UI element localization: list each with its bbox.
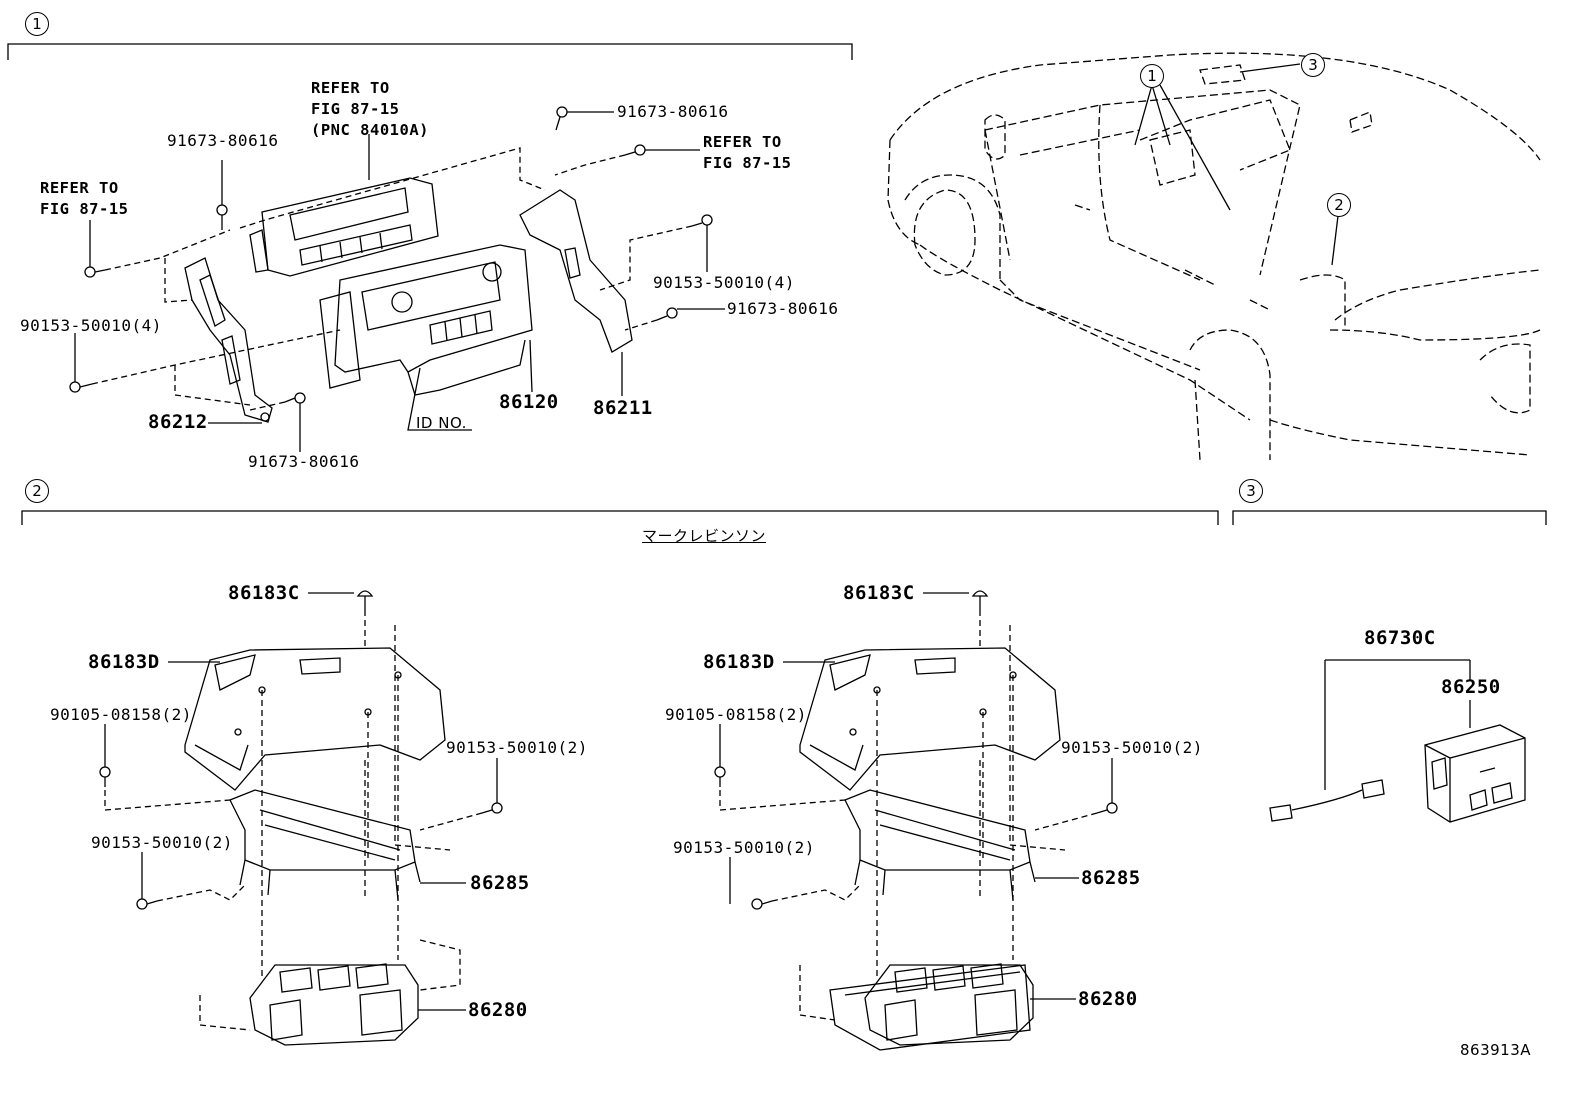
part-86250: 86250 bbox=[1441, 676, 1501, 698]
section-3-bracket bbox=[1232, 510, 1547, 525]
car-callout-leaders bbox=[1134, 63, 1339, 266]
right-part-90153-50010-right: 90153-50010(2) bbox=[1061, 738, 1203, 757]
right-part-86280: 86280 bbox=[1078, 988, 1138, 1010]
amplifier-left-leaders bbox=[104, 592, 498, 1011]
connector-assembly bbox=[1269, 659, 1526, 823]
part-86211: 86211 bbox=[593, 397, 653, 419]
left-part-90153-50010-right: 90153-50010(2) bbox=[446, 738, 588, 757]
part-90153-50010-left: 90153-50010(4) bbox=[20, 316, 162, 335]
refer-to-fig-right: REFER TO FIG 87-15 bbox=[703, 133, 792, 172]
left-part-90105-08158: 90105-08158(2) bbox=[50, 705, 192, 724]
section-2-marker: 2 bbox=[25, 479, 49, 503]
head-unit-dashed-lines bbox=[91, 147, 693, 411]
amplifier-right-extras bbox=[829, 964, 1031, 1051]
right-part-86183C: 86183C bbox=[843, 582, 915, 604]
amplifier-left-dashed bbox=[104, 610, 483, 1031]
car-overview bbox=[887, 52, 1541, 461]
head-unit-assembly bbox=[69, 106, 713, 423]
figure-number: 863913A bbox=[1460, 1041, 1532, 1059]
left-part-90153-50010-left: 90153-50010(2) bbox=[91, 833, 233, 852]
refer-to-fig-left: REFER TO FIG 87-15 bbox=[40, 179, 129, 218]
plug-86730C bbox=[1269, 804, 1293, 822]
section-1-marker: 1 bbox=[25, 12, 49, 36]
right-part-90105-08158: 90105-08158(2) bbox=[665, 705, 807, 724]
id-number-label: ID NO. bbox=[416, 414, 467, 432]
right-part-86183D: 86183D bbox=[703, 651, 775, 673]
amplifier-right-dashed bbox=[719, 610, 1098, 1021]
left-part-86280: 86280 bbox=[468, 999, 528, 1021]
refer-to-fig-pnc: REFER TO FIG 87-15 (PNC 84010A) bbox=[311, 79, 429, 139]
receiver-86120 bbox=[334, 244, 533, 373]
part-91673-80616-top-right: 91673-80616 bbox=[617, 102, 729, 121]
car-callout-2: 2 bbox=[1327, 193, 1351, 217]
section-2-bracket bbox=[21, 510, 1219, 525]
module-86250 bbox=[1424, 724, 1526, 823]
section-3-marker: 3 bbox=[1239, 479, 1263, 503]
part-86212: 86212 bbox=[148, 411, 208, 433]
left-part-86183C: 86183C bbox=[228, 582, 300, 604]
section-1-leaders bbox=[74, 111, 725, 452]
right-part-86285: 86285 bbox=[1081, 867, 1141, 889]
car-callout-1: 1 bbox=[1140, 64, 1164, 88]
part-86120: 86120 bbox=[499, 391, 559, 413]
part-91673-80616-right: 91673-80616 bbox=[727, 299, 839, 318]
part-90153-50010-right: 90153-50010(4) bbox=[653, 273, 795, 292]
amplifier-assembly-left bbox=[99, 590, 503, 1046]
part-86730C: 86730C bbox=[1364, 627, 1436, 649]
car-callout-3: 3 bbox=[1301, 53, 1325, 77]
cover-86183D bbox=[184, 647, 446, 791]
amplifier-86280 bbox=[249, 964, 419, 1046]
section-1-bracket bbox=[7, 43, 853, 60]
bracket-86211 bbox=[519, 189, 633, 353]
amplifier-right-leaders bbox=[719, 592, 1113, 1000]
right-part-90153-50010-left: 90153-50010(2) bbox=[673, 838, 815, 857]
part-91673-80616-bottom: 91673-80616 bbox=[248, 452, 360, 471]
bracket-86212 bbox=[184, 257, 273, 423]
section-2-subtitle: マークレビンソン bbox=[642, 527, 767, 545]
left-part-86285: 86285 bbox=[470, 872, 530, 894]
left-part-86183D: 86183D bbox=[88, 651, 160, 673]
part-91673-80616-top-left: 91673-80616 bbox=[167, 131, 279, 150]
